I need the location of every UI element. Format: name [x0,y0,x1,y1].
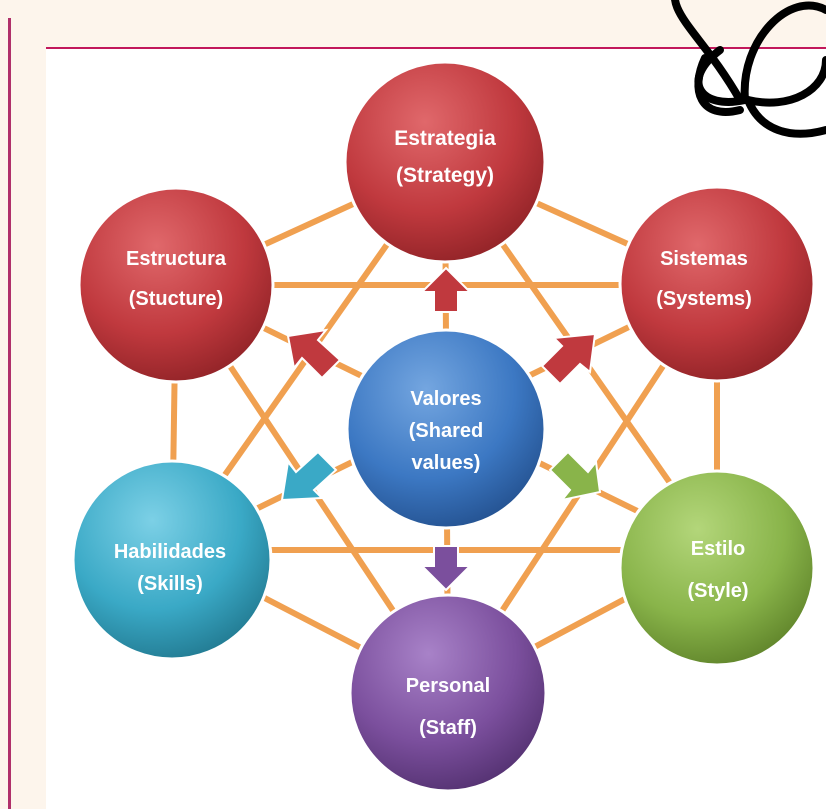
arrow-to-skills [280,450,338,502]
node-strategy-line2: (Strategy) [396,164,494,187]
arrow-to-staff [419,545,473,592]
left-border [8,18,11,809]
node-structure: Estructura (Stucture) [77,186,275,384]
node-systems: Sistemas (Systems) [618,185,816,383]
node-shared-values-line3: values) [412,452,481,474]
node-structure-line2: (Stucture) [129,288,223,310]
node-staff: Personal (Staff) [348,593,548,793]
node-structure-line1: Estructura [126,248,227,270]
arrow-to-systems [540,332,597,386]
node-systems-line2: (Systems) [656,288,752,310]
node-skills-line1: Habilidades [114,541,226,563]
node-style: Estilo (Style) [618,469,816,667]
node-staff-line1: Personal [406,675,490,697]
arrow-to-structure [286,328,342,380]
node-style-line2: (Style) [687,580,748,602]
arrows [280,266,602,592]
node-shared-values: Valores (Shared values) [345,328,547,530]
arrow-to-strategy [419,266,473,313]
node-style-line1: Estilo [691,538,745,560]
node-systems-line1: Sistemas [660,248,748,270]
node-strategy: Estrategia (Strategy) [343,60,547,264]
node-skills: Habilidades (Skills) [71,459,273,661]
node-skills-line2: (Skills) [137,573,203,595]
node-strategy-line1: Estrategia [394,127,496,150]
node-shared-values-line2: (Shared [409,420,483,442]
arrow-to-style [548,450,602,502]
node-staff-line2: (Staff) [419,717,477,739]
node-shared-values-line1: Valores [410,388,481,410]
flower-outline-icon [671,0,826,138]
